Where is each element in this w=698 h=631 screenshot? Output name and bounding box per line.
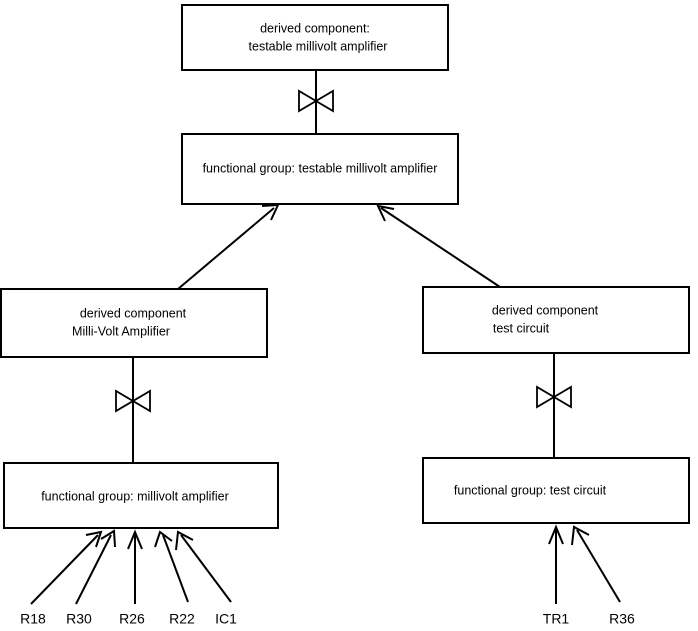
leaf-label-r18[interactable]: R18	[20, 611, 46, 627]
arrow-head-tr1	[548, 524, 564, 545]
arrow-head-ic1	[175, 530, 194, 551]
node-label-derived-test-circuit-line1: derived component	[492, 303, 599, 317]
connector-line-r36	[576, 529, 621, 603]
node-label-derived-milli-volt-amplifier-line2: Milli-Volt Amplifier	[72, 324, 170, 338]
node-derived-test-circuit[interactable]: derived component test circuit	[422, 286, 690, 354]
node-box-fg-testable-millivolt-amplifier[interactable]	[181, 133, 459, 205]
arrow-head-r36	[571, 525, 590, 546]
arrow-head-r26	[127, 529, 143, 550]
connector-line-ic1	[180, 534, 232, 603]
node-box-derived-milli-volt-amplifier[interactable]	[0, 288, 268, 358]
node-fg-test-circuit[interactable]: functional group: test circuit	[422, 457, 690, 524]
node-label-fg-testable-millivolt-amplifier: functional group: testable millivolt amp…	[203, 161, 438, 175]
leaf-label-r26[interactable]: R26	[119, 611, 145, 627]
node-box-derived-test-circuit[interactable]	[422, 286, 690, 354]
node-derived-testable-millivolt-amplifier[interactable]: derived component: testable millivolt am…	[181, 4, 449, 71]
node-label-fg-millivolt-amplifier: functional group: millivolt amplifier	[41, 489, 229, 503]
leaf-label-tr1[interactable]: TR1	[543, 611, 570, 627]
node-fg-testable-millivolt-amplifier[interactable]: functional group: testable millivolt amp…	[181, 133, 459, 205]
node-label-derived-testable-millivolt-amplifier-line2: testable millivolt amplifier	[249, 39, 388, 53]
arrow-head-right-generalization	[376, 204, 395, 222]
node-label-fg-test-circuit: functional group: test circuit	[454, 483, 607, 497]
connector-line-left-generalization	[177, 207, 275, 290]
node-box-fg-test-circuit[interactable]	[422, 457, 690, 524]
node-label-derived-testable-millivolt-amplifier-line1: derived component:	[260, 21, 370, 35]
leaf-label-r36[interactable]: R36	[609, 611, 635, 627]
arrow-head-r30	[100, 529, 116, 548]
node-label-derived-test-circuit-line2: test circuit	[493, 321, 550, 335]
node-box-fg-millivolt-amplifier[interactable]	[3, 462, 279, 529]
bowtie-icon-top	[298, 89, 334, 113]
node-label-derived-milli-volt-amplifier-line1: derived component	[80, 306, 187, 320]
arrow-head-r22	[154, 530, 173, 548]
connector-line-right-generalization	[380, 207, 501, 288]
bowtie-icon-right	[536, 385, 572, 409]
leaf-label-r30[interactable]: R30	[66, 611, 92, 627]
connector-line-r30	[75, 534, 112, 605]
arrow-head-r18	[85, 530, 103, 548]
node-fg-millivolt-amplifier[interactable]: functional group: millivolt amplifier	[3, 462, 279, 529]
node-box-derived-testable-millivolt-amplifier[interactable]	[181, 4, 449, 71]
connector-line-r18	[30, 534, 99, 605]
node-derived-milli-volt-amplifier[interactable]: derived component Milli-Volt Amplifier	[0, 288, 268, 358]
bowtie-icon-left	[115, 389, 151, 413]
connector-line-r22	[162, 534, 189, 603]
leaf-label-ic1[interactable]: IC1	[215, 611, 237, 627]
leaf-label-r22[interactable]: R22	[169, 611, 195, 627]
